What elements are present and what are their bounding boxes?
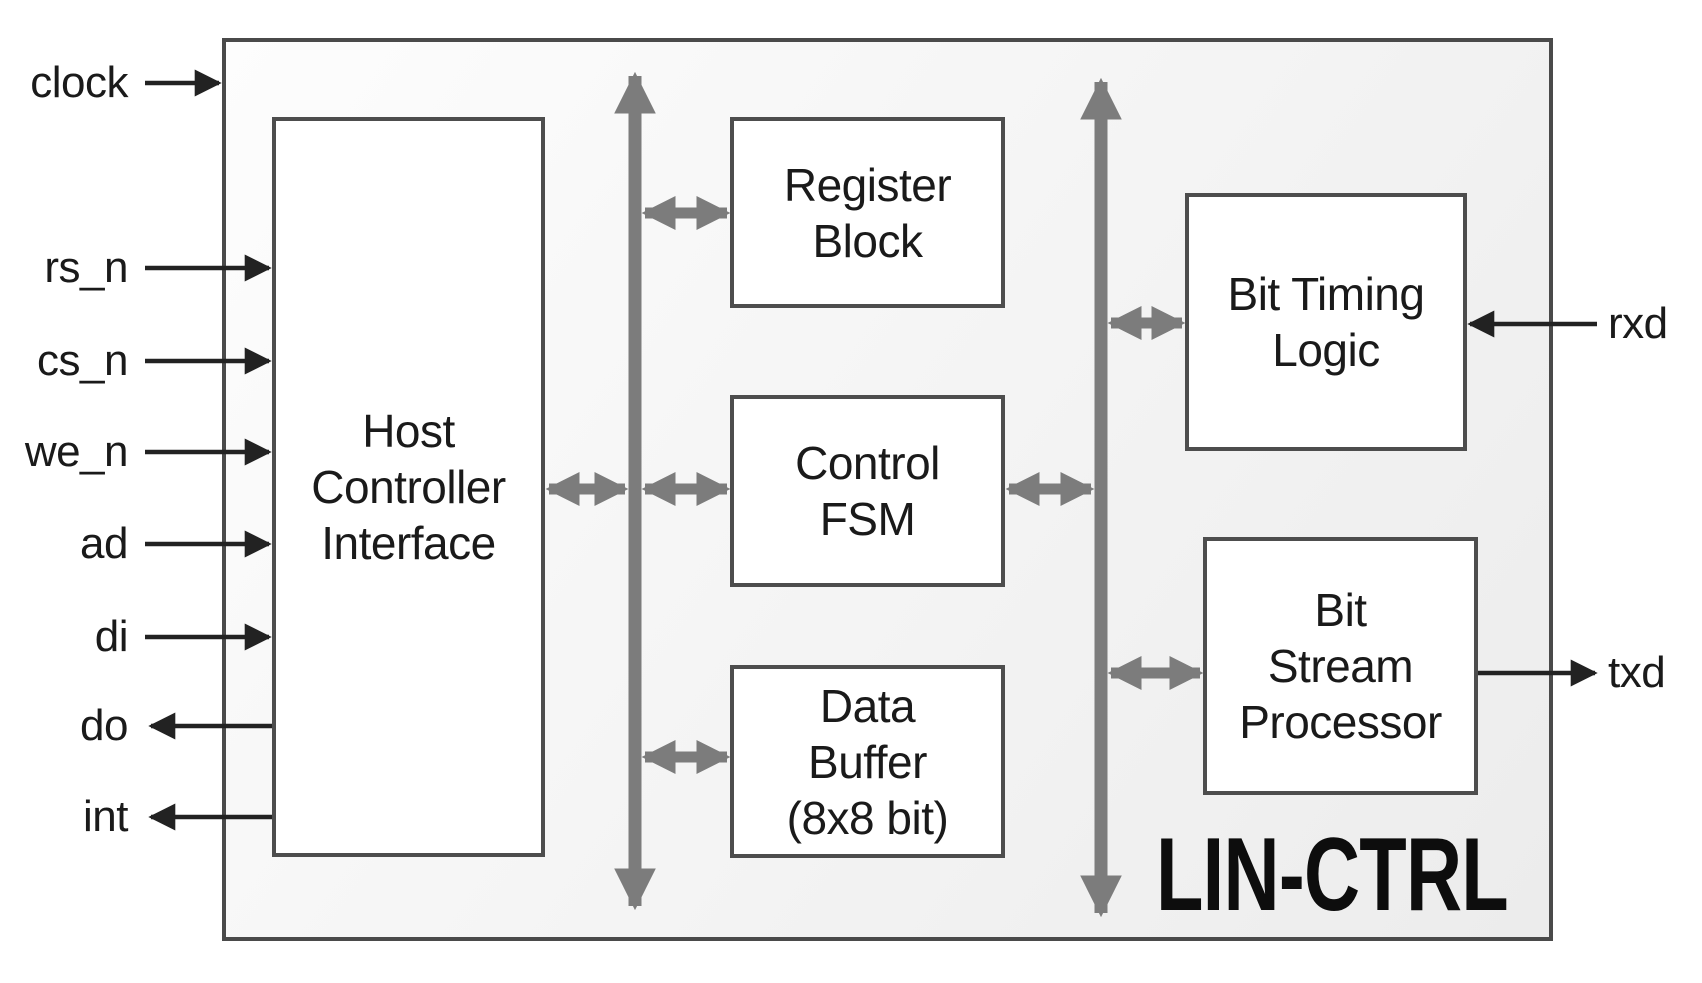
signal-label-rxd: rxd [1608,299,1668,348]
chip-title: LIN-CTRL [1156,817,1508,933]
block-label-bit-timing-logic: Bit Timing Logic [1227,268,1425,376]
signal-label-txd: txd [1608,648,1666,697]
block-label-bit-stream-processor: Bit Stream Processor [1239,584,1442,748]
block-label-data-buffer: Data Buffer (8x8 bit) [786,679,949,844]
signal-label-int: int [83,792,128,841]
signal-label-di: di [94,612,129,661]
signal-label-ad: ad [80,519,128,568]
block-register-block: Register Block [730,117,1005,308]
block-data-buffer: Data Buffer (8x8 bit) [730,665,1005,858]
block-label-control-fsm: Control FSM [795,437,940,545]
block-label-host-controller-interface: Host Controller Interface [311,405,506,569]
block-host-controller-interface: Host Controller Interface [272,117,545,857]
block-control-fsm: Control FSM [730,395,1005,587]
block-bit-stream-processor: Bit Stream Processor [1203,537,1478,795]
block-bit-timing-logic: Bit Timing Logic [1185,193,1467,451]
signal-label-clock: clock [30,58,128,107]
signal-label-we-n: we_n [24,427,129,476]
signal-label-do: do [80,701,128,750]
block-label-register-block: Register Block [783,158,952,267]
signal-label-rs-n: rs_n [44,243,128,292]
signal-label-cs-n: cs_n [37,336,128,385]
